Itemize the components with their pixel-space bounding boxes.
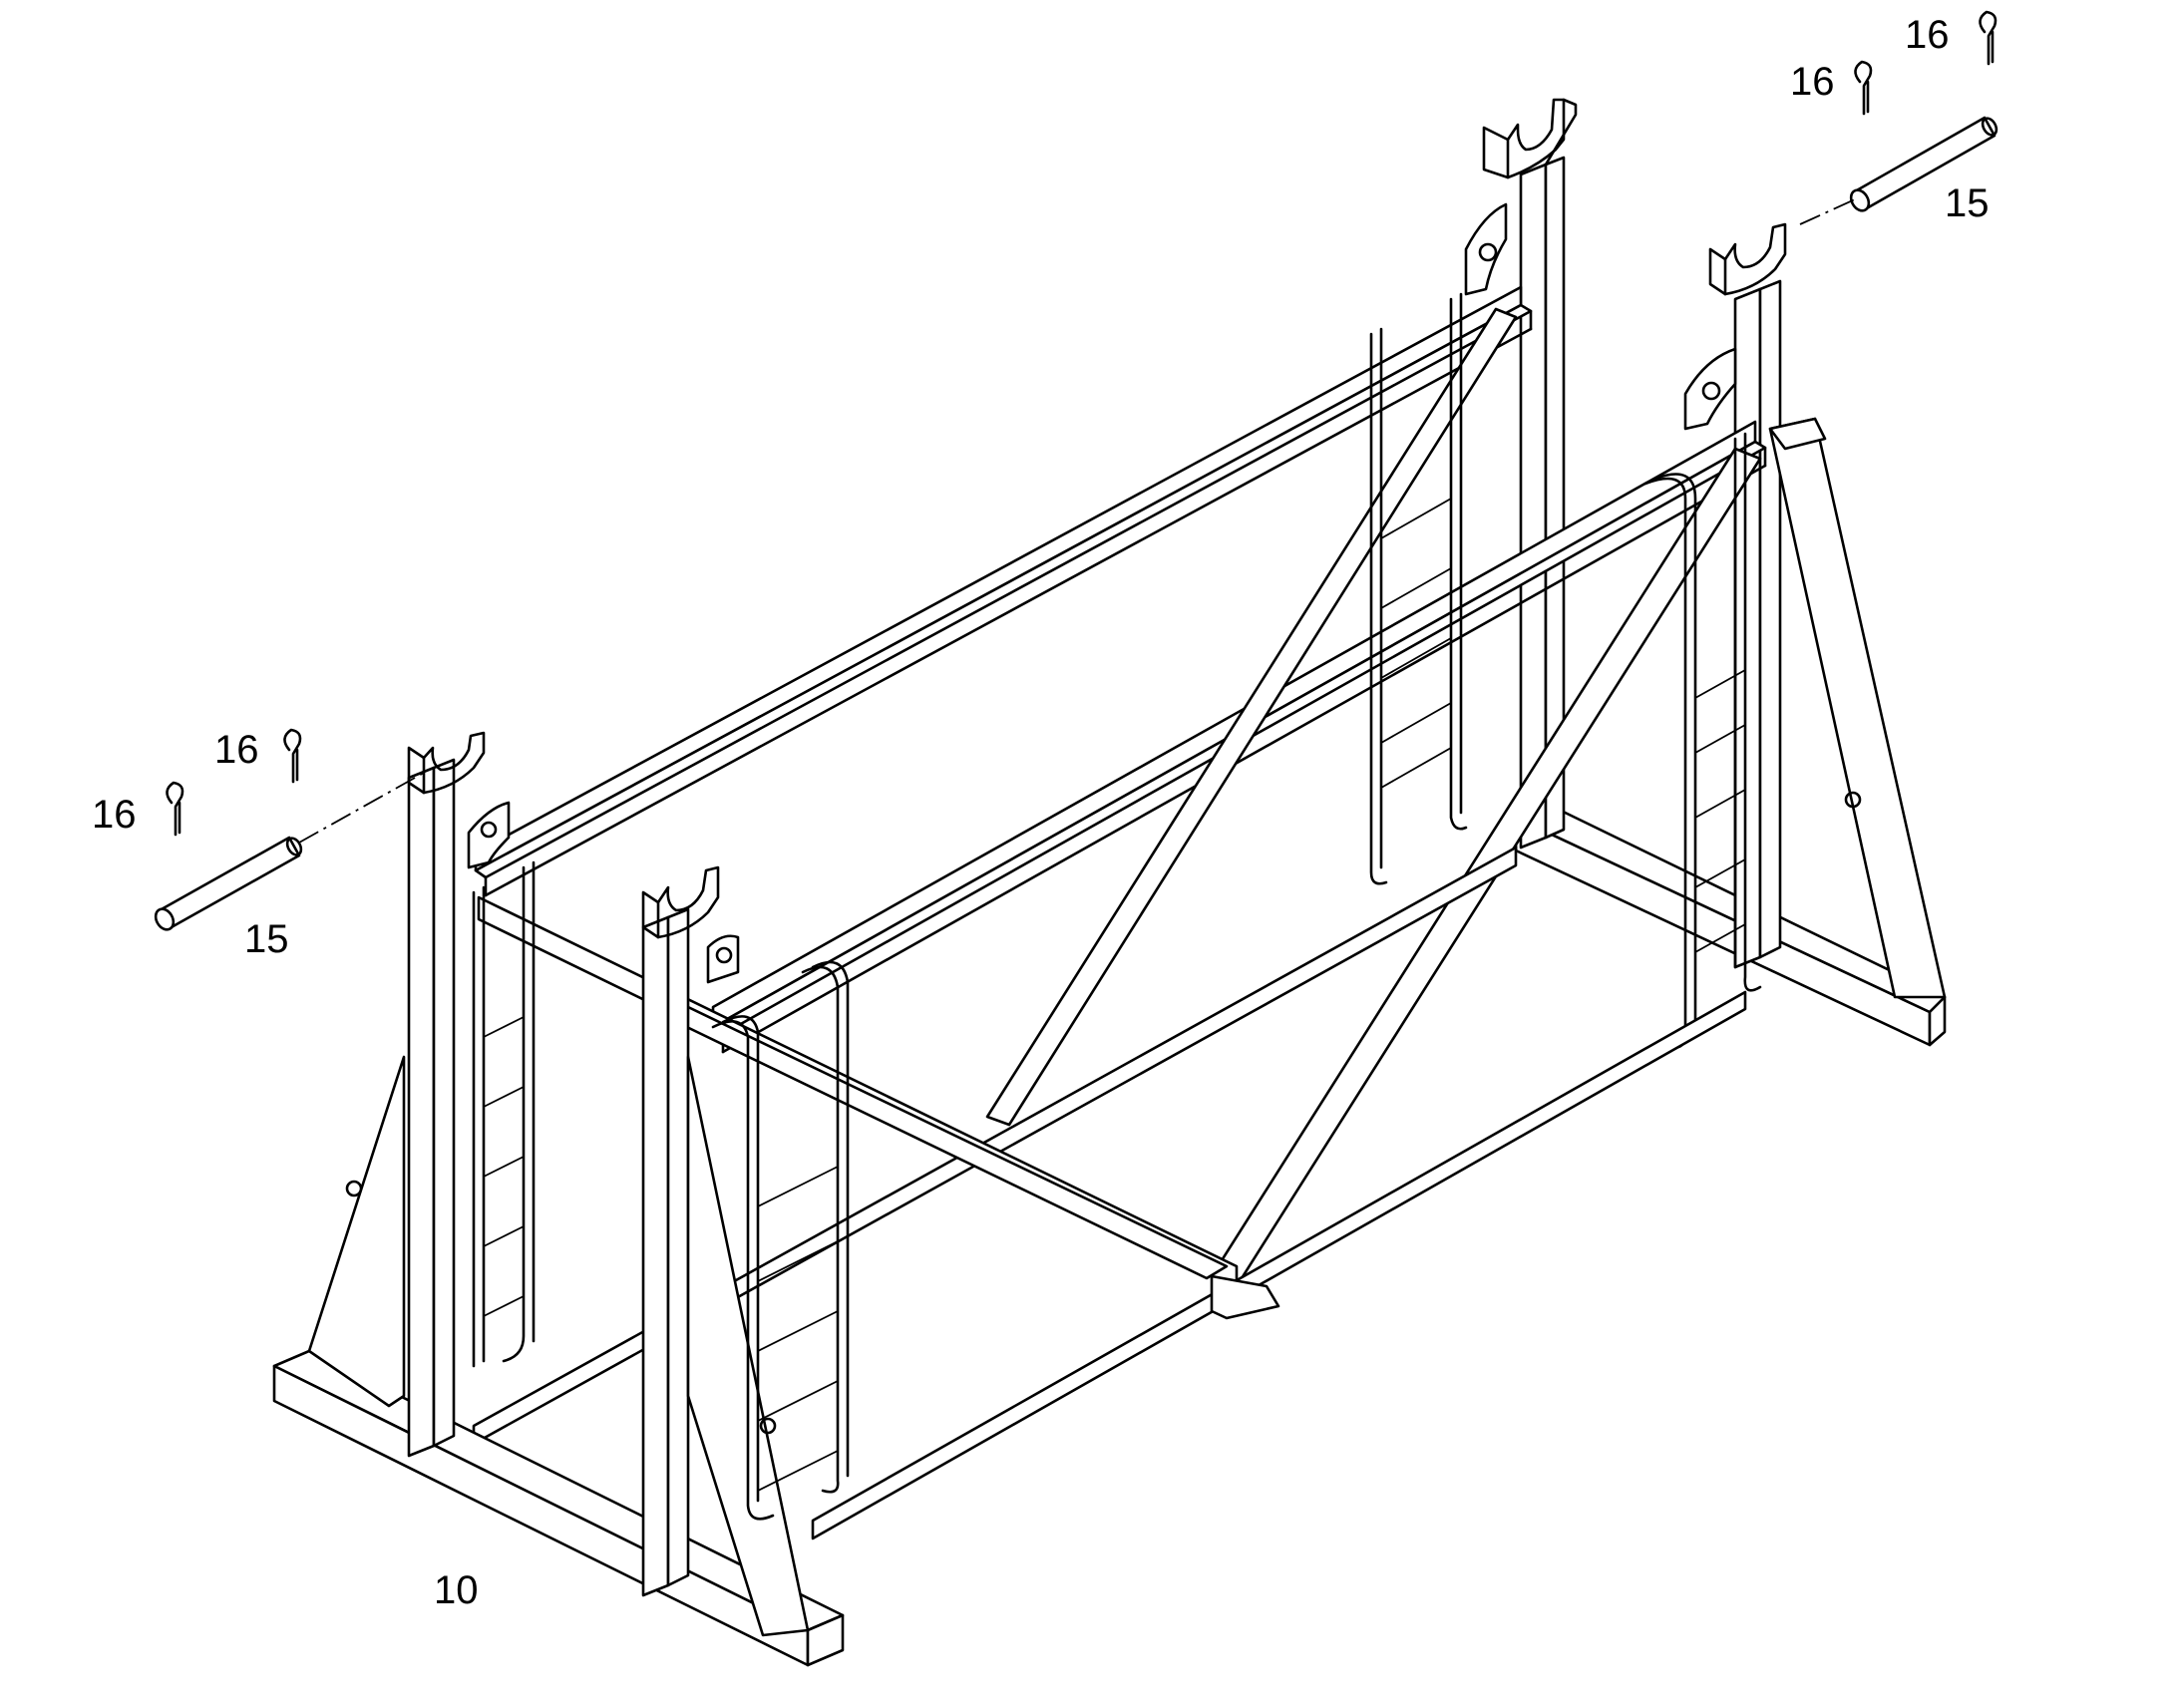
callout-clip-left-b: 16: [214, 728, 259, 772]
callout-clip-right-a: 16: [1790, 60, 1835, 104]
pin-left-axis: [298, 772, 425, 844]
pin-right: [1849, 116, 1998, 212]
clip-left-a: [166, 781, 184, 837]
clip-right-a: [1854, 60, 1873, 116]
pin-right-axis: [1799, 198, 1856, 225]
ladder-back-front: [1643, 432, 1762, 1049]
pin-left: [154, 836, 303, 931]
callout-clip-right-b: 16: [1905, 13, 1950, 57]
diagonal-brace-back: [985, 307, 1518, 1127]
callout-pin-left: 15: [244, 917, 289, 961]
bottom-cross-brace: [477, 895, 1280, 1320]
clip-left-b: [283, 728, 302, 784]
callout-pin-right: 15: [1945, 181, 1990, 225]
callout-frame: 10: [434, 1568, 479, 1612]
ladder-back-rear: [1369, 292, 1468, 885]
clip-right-b: [1979, 10, 1998, 66]
callout-clip-left-a: 16: [92, 793, 137, 837]
bottom-rail-front: [811, 990, 1747, 1540]
top-rail-back: [474, 285, 1533, 897]
front-left-upright-rear: [307, 731, 536, 1458]
lifting-lug-plates-right: [1464, 202, 1737, 431]
ladder-front-left: [711, 960, 850, 1521]
back-right-upright-rear: [1482, 98, 1578, 850]
